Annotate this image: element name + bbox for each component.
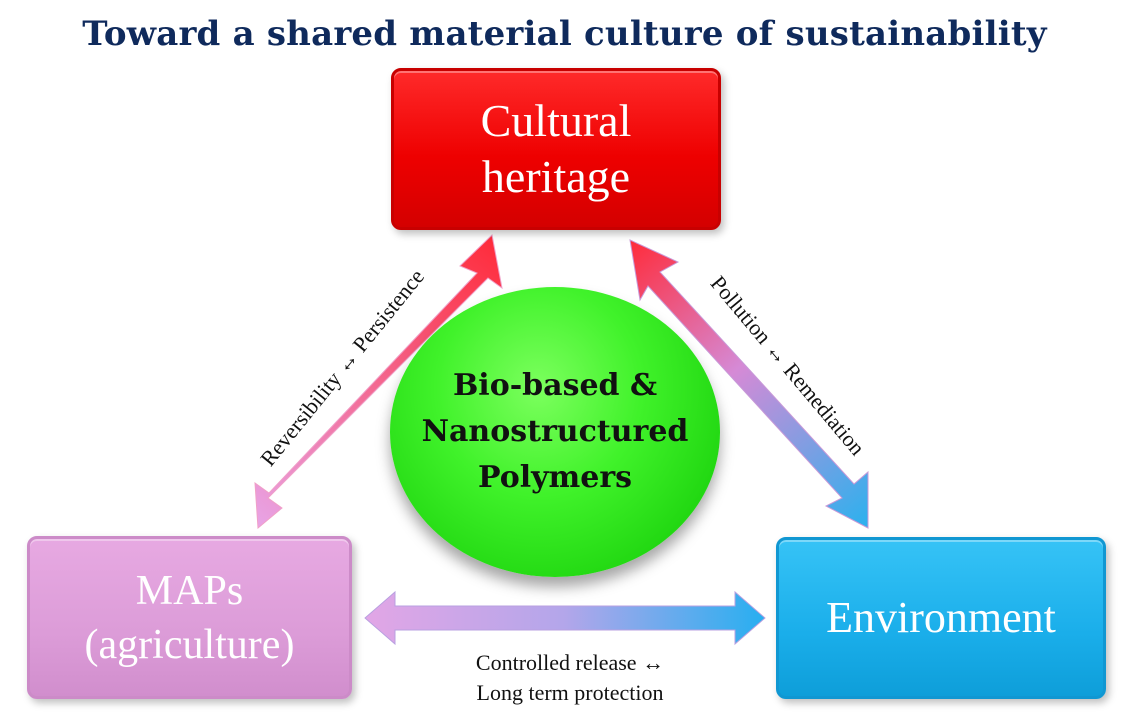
node-cultural-heritage: Cultural heritage: [391, 68, 721, 230]
label-controlled-release-line1: Controlled release ↔: [475, 650, 665, 675]
node-cultural-heritage-line2: heritage: [481, 151, 631, 202]
node-cultural-heritage-line1: Cultural: [480, 95, 632, 146]
node-maps-line2: (agriculture): [84, 621, 295, 668]
arrow-heritage-maps: [254, 233, 503, 530]
diagram-title: Toward a shared material culture of sust…: [82, 14, 1047, 54]
center-line2: Nanostructured: [421, 414, 689, 449]
node-environment: Environment: [776, 537, 1106, 699]
label-controlled-release: Controlled release ↔ Long term protectio…: [400, 648, 740, 708]
arrow-maps-environment: [364, 590, 766, 646]
center-line1: Bio-based &: [452, 368, 658, 403]
center-polymers-circle: Bio-based & Nanostructured Polymers: [390, 287, 720, 577]
center-line3: Polymers: [477, 460, 633, 495]
arrow-heritage-environment: [629, 239, 869, 529]
node-maps-line1: MAPs: [135, 567, 244, 614]
node-environment-label: Environment: [826, 593, 1056, 642]
node-maps-agriculture: MAPs (agriculture): [27, 536, 352, 699]
label-controlled-release-line2: Long term protection: [476, 680, 664, 705]
